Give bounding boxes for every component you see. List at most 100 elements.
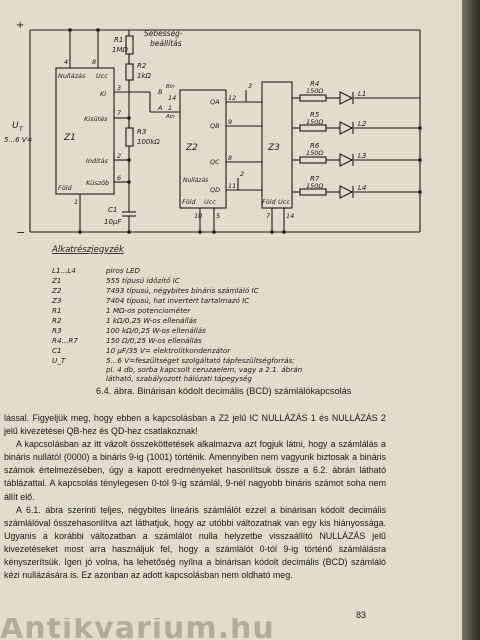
z3-fold: Föld bbox=[262, 198, 277, 206]
parts-desc: 100 kΩ/0,25 W-os ellenállás bbox=[106, 326, 206, 335]
led-l2-label: L2 bbox=[358, 120, 367, 128]
z1-pin-4: 4 bbox=[64, 58, 68, 66]
supply-label: U bbox=[12, 121, 19, 131]
z1-pin-reset: Nullázás bbox=[58, 72, 86, 80]
parts-desc: 150 Ω/0,25 W-os ellenállás bbox=[106, 336, 202, 345]
z1-pin-kuszob: Küszöb bbox=[86, 179, 109, 187]
watermark: Antikvarium.hu bbox=[0, 618, 275, 640]
parts-ref: Z1 bbox=[51, 276, 62, 285]
r4-value: 150Ω bbox=[306, 87, 323, 95]
book-page: + − U T 5...6 V= R1 1MΩ Sebesség- beállí… bbox=[0, 0, 462, 640]
parts-desc: 10 μF/35 V= elektrolitkondenzátor bbox=[106, 346, 231, 355]
z1-label: Z1 bbox=[63, 133, 76, 143]
z1-pin-6: 6 bbox=[117, 174, 121, 182]
book-spine-edge bbox=[462, 0, 480, 640]
parts-ref: L1...L4 bbox=[52, 266, 76, 275]
parts-desc: pl. 4 db, sorba kapcsolt ceruzaelem, vag… bbox=[105, 365, 303, 374]
parts-desc: 7493 típusú, négybites bináris számláló … bbox=[106, 286, 259, 295]
c1-label: C1 bbox=[108, 206, 117, 214]
r5-label: R5 bbox=[310, 111, 320, 119]
led-icon bbox=[339, 185, 354, 199]
parts-ref: U_T bbox=[52, 356, 66, 365]
r7-value: 150Ω bbox=[306, 182, 323, 190]
z2-pin-1: 1 bbox=[168, 104, 172, 112]
r6-value: 150Ω bbox=[306, 149, 323, 157]
z3-ucc: Ucc bbox=[278, 198, 290, 206]
z1-pin-2: 2 bbox=[117, 152, 121, 160]
c1-value: 10μF bbox=[104, 218, 122, 226]
z2-pin-8: 8 bbox=[228, 154, 232, 162]
r3-label: R3 bbox=[137, 128, 146, 136]
r6-label: R6 bbox=[310, 142, 320, 150]
r4-label: R4 bbox=[310, 80, 319, 88]
supply-minus: − bbox=[16, 226, 25, 239]
z2-fold: Föld bbox=[182, 198, 197, 206]
parts-ref: R4...R7 bbox=[52, 336, 78, 345]
z3-pin-7: 7 bbox=[266, 212, 271, 220]
circuit-diagram: + − U T 5...6 V= R1 1MΩ Sebesség- beállí… bbox=[4, 20, 422, 383]
parts-list: L1...L4 piros LED Z1 555 típusú időzítő … bbox=[51, 266, 303, 383]
z2-qc: QC bbox=[210, 158, 220, 166]
parts-desc: 5...6 V=feszültséget szolgáltató tápfesz… bbox=[106, 356, 295, 365]
z2-label: Z2 bbox=[185, 143, 198, 153]
parts-ref: C1 bbox=[52, 346, 62, 355]
z3-label: Z3 bbox=[267, 143, 280, 153]
figure-caption: 6.4. ábra. Binárisan kódolt decimális (B… bbox=[96, 386, 352, 396]
led-l4-label: L4 bbox=[358, 184, 366, 192]
parts-desc: 7404 típusú, hat invertert tartalmazó IC bbox=[106, 296, 249, 305]
led-icon bbox=[339, 153, 354, 167]
z1-pin-ki: Ki bbox=[100, 90, 106, 98]
r7-label: R7 bbox=[310, 175, 320, 183]
r3-value: 100kΩ bbox=[137, 138, 160, 146]
speed-label-2: beállítás bbox=[150, 39, 182, 48]
r2-value: 1kΩ bbox=[137, 72, 152, 80]
z3-pin-14: 14 bbox=[286, 212, 294, 220]
led-l3-label: L3 bbox=[358, 152, 366, 160]
r1-value: 1MΩ bbox=[112, 46, 128, 54]
z2-qa: QA bbox=[210, 98, 220, 106]
parts-desc: 1 kΩ/0,25 W-os ellenállás bbox=[106, 316, 197, 325]
parts-desc: 1 MΩ-os potenciométer bbox=[106, 306, 191, 315]
z2-reset: Nullázás bbox=[183, 177, 208, 184]
z2-pin-11: 11 bbox=[228, 182, 236, 190]
z2-pin-2: 2 bbox=[240, 170, 244, 178]
z2-pin-5: 5 bbox=[216, 212, 220, 220]
z2-qb: QB bbox=[210, 122, 220, 130]
r1-label: R1 bbox=[114, 36, 123, 44]
paragraph: lással. Figyeljük meg, hogy ebben a kapc… bbox=[4, 413, 386, 437]
z2-in-ain: Ain bbox=[165, 114, 175, 120]
body-text: lással. Figyeljük meg, hogy ebben a kapc… bbox=[4, 412, 386, 582]
paragraph: A kapcsolásban az itt vázolt összeköttet… bbox=[4, 439, 386, 502]
z2-in-b: B bbox=[158, 88, 163, 96]
z1-pin-fold: Föld bbox=[58, 184, 73, 192]
supply-plus: + bbox=[16, 20, 24, 31]
r2-label: R2 bbox=[137, 62, 147, 70]
z2-pin-3: 3 bbox=[248, 82, 252, 90]
r5-value: 150Ω bbox=[306, 118, 323, 126]
z2-pin-9: 9 bbox=[228, 118, 232, 126]
supply-range: 5...6 V= bbox=[4, 136, 33, 144]
parts-heading: Alkatrészjegyzék bbox=[51, 244, 125, 255]
z2-qd: QD bbox=[210, 186, 220, 194]
led-icon bbox=[339, 121, 354, 135]
z2-pin-12: 12 bbox=[228, 94, 236, 102]
z1-pin-8: 8 bbox=[92, 58, 96, 66]
z2-ucc: Ucc bbox=[204, 198, 216, 206]
paragraph: A 6.1. ábra szerinti teljes, négybites l… bbox=[4, 504, 386, 581]
led-icon bbox=[339, 91, 354, 105]
parts-ref: R1 bbox=[52, 306, 62, 315]
z1-pin-1: 1 bbox=[74, 198, 78, 206]
page-number: 83 bbox=[356, 610, 367, 620]
z2-in-bin: Bin bbox=[166, 84, 175, 90]
led-l1-label: L1 bbox=[358, 90, 366, 98]
z2-in-a: A bbox=[157, 104, 162, 112]
parts-ref: R2 bbox=[52, 316, 62, 325]
z2-pin-14: 14 bbox=[168, 94, 176, 102]
z2-pin-10: 10 bbox=[194, 212, 202, 220]
z1-pin-ucc: Ucc bbox=[96, 72, 108, 80]
parts-desc: piros LED bbox=[105, 266, 140, 275]
parts-desc: látható, szabályozott hálózati tápegység bbox=[106, 374, 252, 383]
parts-ref: R3 bbox=[52, 326, 62, 335]
supply-label-sub: T bbox=[19, 126, 24, 133]
parts-desc: 555 típusú időzítő IC bbox=[106, 276, 180, 285]
